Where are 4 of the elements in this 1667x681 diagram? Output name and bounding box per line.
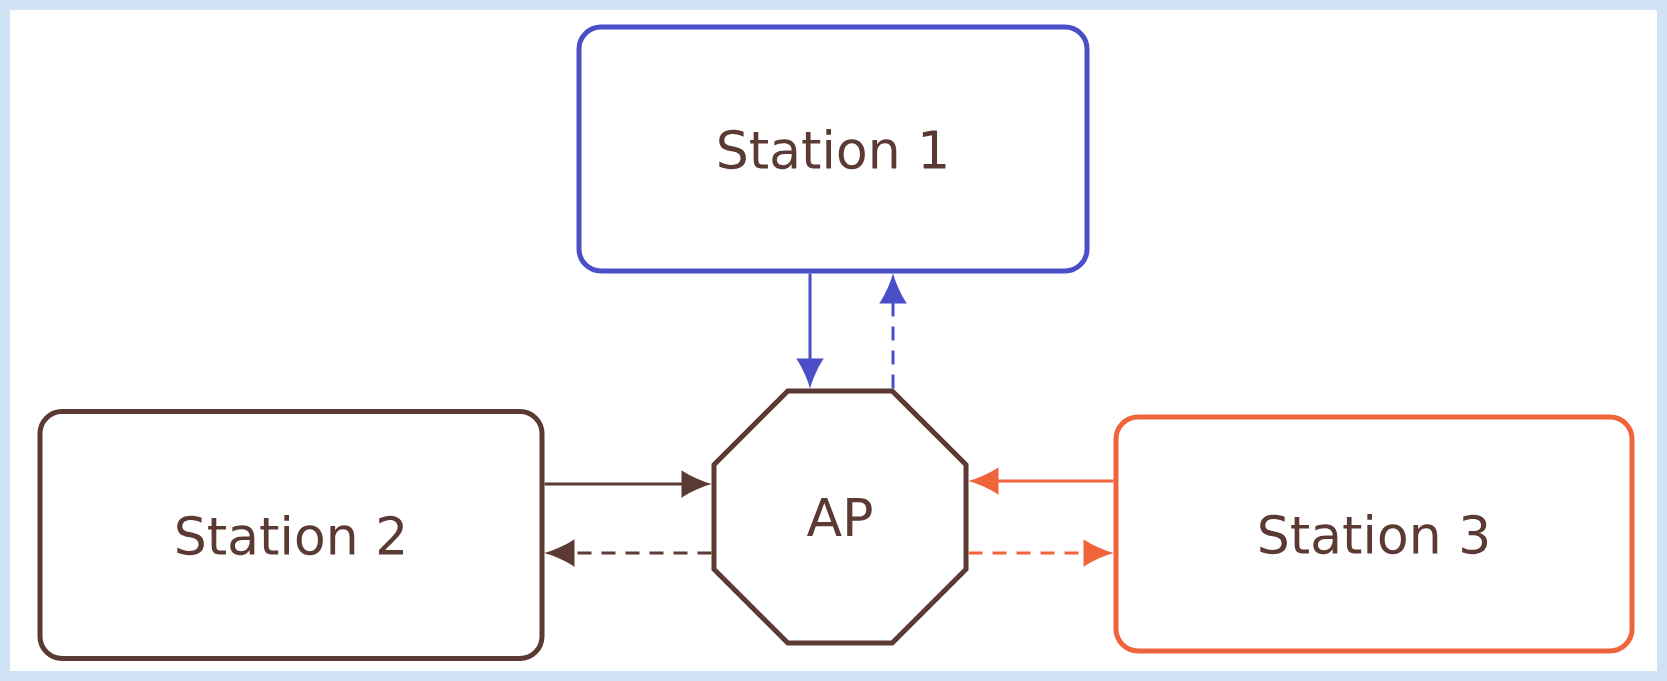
station-box: Station 2 [37,409,545,661]
station-box: Station 3 [1113,414,1635,654]
station-box: Station 1 [576,24,1090,274]
octagon-node: AP [711,388,969,646]
